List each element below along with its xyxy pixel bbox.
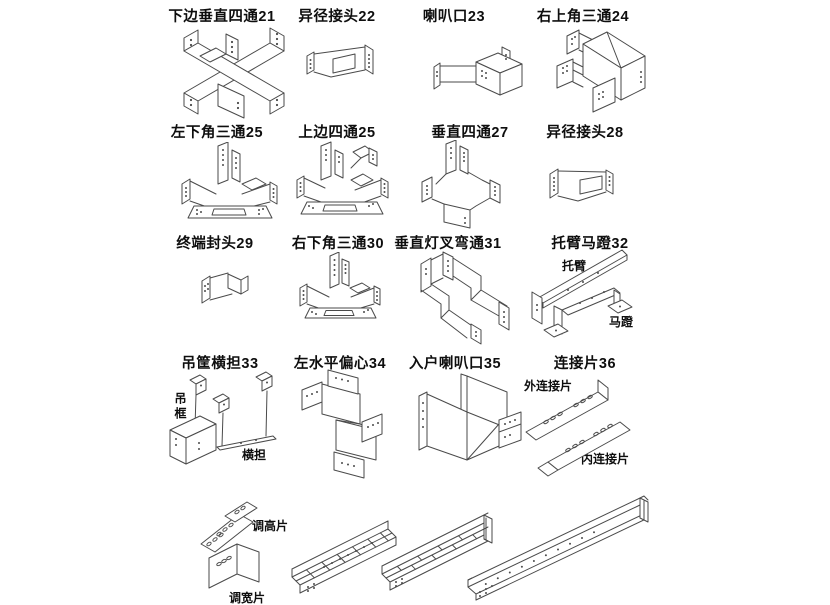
outer-splice-sublabel: 外连接片: [524, 379, 573, 393]
fitting-label-26: 上边四通25: [298, 125, 376, 141]
fitting-drawing-35: [418, 373, 522, 461]
fitting-label-22: 异径接头22: [298, 9, 376, 25]
fitting-drawing-28: [549, 168, 614, 202]
fitting-label-33: 吊筐横担33: [181, 356, 259, 372]
fitting-drawing-33: [169, 371, 277, 465]
height-adjust-sublabel: 调高片: [252, 519, 289, 533]
fitting-label-28: 异径接头28: [546, 125, 624, 141]
arm-sublabel: 托臂: [562, 259, 587, 273]
fitting-drawing-23: [433, 46, 523, 96]
fitting-drawing-32: [531, 249, 633, 338]
fitting-label-27: 垂直四通27: [431, 125, 509, 141]
fitting-label-36: 连接片36: [553, 356, 617, 372]
straight-tray-drawing-2: [381, 512, 493, 591]
fitting-label-34: 左水平偏心34: [293, 356, 387, 372]
fitting-label-21: 下边垂直四通21: [168, 9, 276, 25]
fitting-drawing-31: [420, 251, 510, 345]
fitting-drawing-21: [183, 27, 285, 119]
fitting-drawing-24: [556, 29, 646, 113]
fitting-drawing-26: [296, 141, 389, 215]
stirrup-sublabel: 马蹬: [609, 315, 634, 329]
fitting-label-35: 入户喇叭口35: [408, 356, 502, 372]
fitting-drawing-27: [421, 140, 501, 229]
straight-tray-drawing-1: [291, 520, 397, 594]
fitting-label-24: 右上角三通24: [536, 9, 630, 25]
fitting-drawing-34: [301, 369, 383, 479]
fitting-drawing-30: [299, 252, 381, 319]
fitting-drawing-36: [525, 379, 631, 477]
fitting-label-31: 垂直灯叉弯通31: [394, 236, 502, 252]
straight-tray-drawing-3: [467, 495, 649, 601]
fitting-drawing-29: [201, 272, 249, 304]
fitting-label-32: 托臂马蹬32: [551, 236, 629, 252]
fitting-label-25: 左下角三通25: [170, 125, 264, 141]
fitting-drawing-25: [181, 142, 278, 219]
width-adjust-sublabel: 调宽片: [229, 591, 266, 605]
inner-splice-sublabel: 内连接片: [581, 452, 630, 466]
fitting-label-29: 终端封头29: [176, 236, 254, 252]
hanging-frame-sublabel: 吊框: [173, 392, 187, 422]
fitting-label-30: 右下角三通30: [291, 236, 385, 252]
fitting-label-23: 喇叭口23: [422, 9, 486, 25]
crossarm-sublabel: 横担: [242, 448, 267, 462]
fitting-drawing-22: [306, 44, 374, 78]
adjust-plates-drawing: [200, 501, 260, 589]
